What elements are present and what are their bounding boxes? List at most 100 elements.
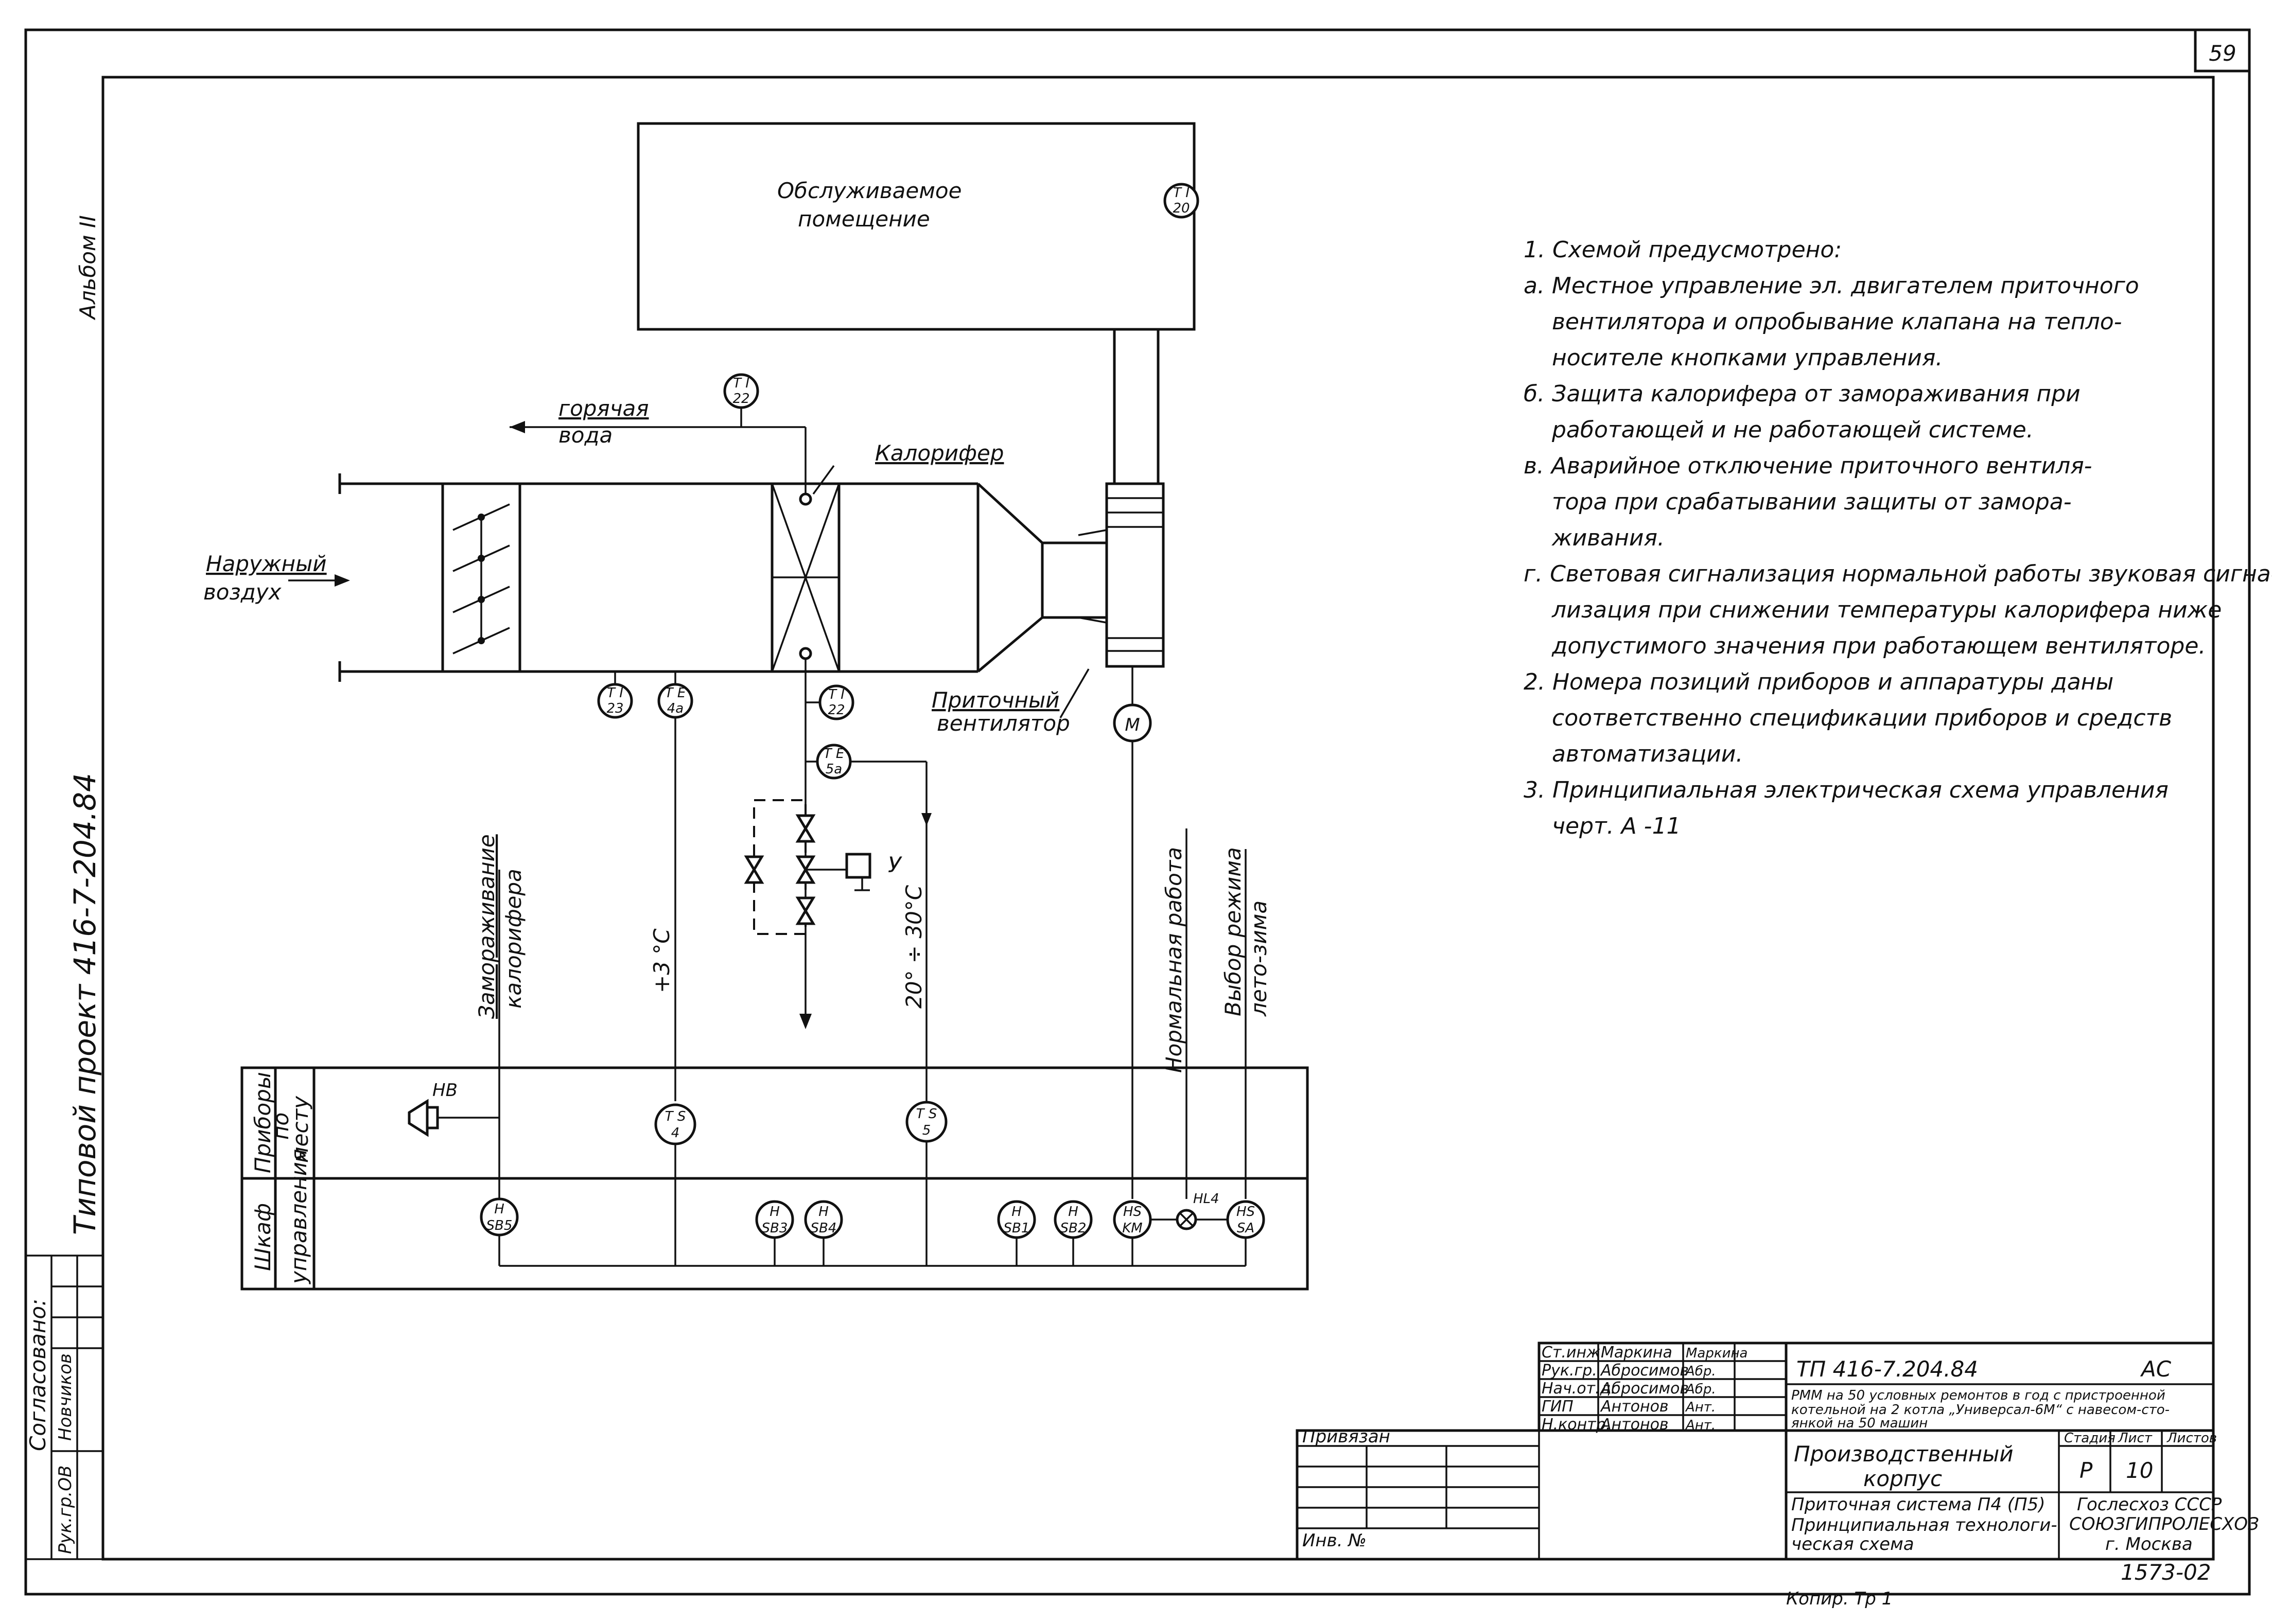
svg-text:4: 4	[671, 1125, 680, 1141]
svg-text:20: 20	[1173, 201, 1190, 216]
note-line: вентилятора и опробывание клапана на теп…	[1552, 309, 2122, 335]
note-line: автоматизации.	[1552, 741, 1743, 767]
svg-text:5: 5	[922, 1123, 931, 1138]
air-damper	[452, 503, 510, 655]
bypass-line	[753, 799, 807, 935]
tb-person-name: Абросимов	[1600, 1362, 1689, 1380]
svg-text:SA: SA	[1237, 1221, 1254, 1236]
tb-subtitle-1: РММ на 50 условных ремонтов в год с прис…	[1791, 1388, 2165, 1403]
tb-person-sign: Ант.	[1685, 1400, 1716, 1415]
tb-inv: Инв. №	[1302, 1530, 1367, 1551]
agreement-box	[25, 1255, 104, 1560]
room-label: Обслуживаемое	[777, 178, 962, 203]
serviced-room	[637, 122, 1196, 331]
note-line: соответственно спецификации приборов и с…	[1552, 705, 2172, 731]
signal-mode-1: Выбор режима	[1220, 847, 1246, 1016]
title-block	[1296, 1341, 2215, 1561]
tb-sheets-label: Листов	[2166, 1431, 2217, 1446]
tb-person-name: Антонов	[1600, 1398, 1669, 1416]
tb-person-role: Ст.инж.	[1542, 1344, 1605, 1362]
note-line: в. Аварийное отключение приточного венти…	[1524, 453, 2092, 479]
svg-text:HB: HB	[432, 1080, 458, 1101]
instrument-ti23: T I 23	[597, 683, 633, 719]
svg-text:SB4: SB4	[811, 1221, 837, 1236]
instrument-te5a: T E 5а	[816, 744, 852, 780]
drawing-frame	[101, 76, 2215, 1561]
svg-text:H: H	[1068, 1204, 1078, 1220]
svg-text:H: H	[494, 1202, 504, 1217]
tb-person-role: Н.контр.	[1542, 1416, 1611, 1434]
valve-actuator-label: У	[888, 852, 902, 877]
note-line: черт. А -11	[1552, 813, 1681, 839]
heater	[771, 483, 840, 672]
svg-text:T I: T I	[733, 376, 749, 391]
hot-water-label: горячая	[558, 396, 649, 421]
tb-building-1: Производственный	[1794, 1441, 2014, 1467]
svg-text:T E: T E	[824, 746, 845, 762]
note-line: 1. Схемой предусмотрено:	[1524, 237, 1842, 263]
tb-subtitle-2: котельной на 2 котла „Универсал-6М“ с на…	[1791, 1402, 2170, 1418]
svg-text:22: 22	[732, 391, 749, 407]
control-valves	[795, 814, 816, 925]
tb-person-sign: Абр.	[1685, 1364, 1716, 1379]
hot-water-label-2: вода	[558, 422, 613, 448]
panel-local-1: Приборы	[250, 1072, 275, 1173]
note-line: тора при срабатывании защиты от замора-	[1552, 489, 2072, 515]
button-h-sb3: H SB3	[755, 1200, 794, 1239]
fan-label: Приточный	[932, 687, 1059, 713]
instrument-ti22-top: T I 22	[723, 373, 759, 409]
svg-text:5а: 5а	[826, 762, 842, 777]
svg-text:4а: 4а	[667, 701, 684, 716]
svg-text:23: 23	[606, 701, 623, 716]
room-label-2: помещение	[798, 206, 930, 232]
svg-text:H: H	[1011, 1204, 1022, 1220]
note-line: б. Защита калорифера от замораживания пр…	[1524, 381, 2081, 407]
note-line: живания.	[1551, 525, 1665, 551]
fan-label-2: вентилятор	[937, 711, 1070, 736]
note-line: 2. Номера позиций приборов и аппаратуры …	[1524, 669, 2113, 695]
panel-local-3: месту	[288, 1096, 313, 1163]
svg-text:T S: T S	[916, 1106, 937, 1122]
svg-text:HS: HS	[1236, 1204, 1255, 1220]
tb-bound: Привязан	[1302, 1426, 1390, 1447]
tb-org-1: Гослесхоз СССР	[2077, 1494, 2222, 1515]
tb-building-2: корпус	[1863, 1466, 1942, 1491]
tb-org-2: СОЮЗГИПРОЛЕСХОЗ	[2069, 1514, 2259, 1534]
tb-person-role: ГИП	[1542, 1398, 1574, 1416]
signal-freeze-1: Замораживание	[474, 834, 499, 1019]
instrument-ts4: T S 4	[654, 1103, 696, 1145]
tb-stage-label: Стадия	[2064, 1431, 2116, 1446]
agreed-role: Рук.гр.ОВ	[55, 1466, 76, 1554]
signal-mode-2: лето-зима	[1246, 901, 1271, 1017]
bottom-stamp: Копир. Тр 1	[1786, 1588, 1893, 1609]
fan-motor: M	[1113, 703, 1152, 743]
button-h-sb4: H SB4	[804, 1200, 843, 1239]
svg-text:T I: T I	[607, 685, 623, 701]
tb-sheet-label: Лист	[2118, 1431, 2153, 1446]
bottom-code: 1573-02	[2121, 1560, 2211, 1585]
note-line: носителе кнопками управления.	[1552, 345, 1943, 371]
tb-sheet-title-1: Приточная система П4 (П5)	[1791, 1494, 2046, 1515]
tb-person-sign: Ант.	[1685, 1418, 1716, 1433]
tb-subtitle-3: янкой на 50 машин	[1791, 1416, 1928, 1431]
svg-text:T E: T E	[665, 685, 686, 701]
signal-plus3: +3 °С	[649, 928, 674, 993]
signal-range: 20° ÷ 30°С	[901, 885, 927, 1009]
svg-text:SB2: SB2	[1060, 1221, 1087, 1236]
tb-code: ТП 416-7.204.84	[1796, 1356, 1978, 1382]
panel-cabinet-2: управления	[286, 1149, 311, 1285]
panel-cabinet-1: Шкаф	[250, 1203, 275, 1271]
tb-sheet-title-2: Принципиальная технологи-	[1791, 1515, 2057, 1535]
instrument-ti22-bottom: T I 22	[818, 684, 854, 720]
air-handling-unit	[338, 473, 1107, 682]
supply-fan	[1078, 482, 1165, 668]
button-h-sb2: H SB2	[1054, 1200, 1093, 1239]
lamp-hl4: HL4	[1176, 1191, 1219, 1230]
svg-text:SB3: SB3	[762, 1221, 788, 1236]
tb-person-name: Абросимов	[1600, 1380, 1689, 1398]
tb-mark: АС	[2140, 1356, 2172, 1382]
note-line: допустимого значения при работающем вент…	[1551, 633, 2206, 659]
svg-text:H: H	[770, 1204, 780, 1220]
note-line: г. Световая сигнализация нормальной рабо…	[1524, 561, 2272, 587]
